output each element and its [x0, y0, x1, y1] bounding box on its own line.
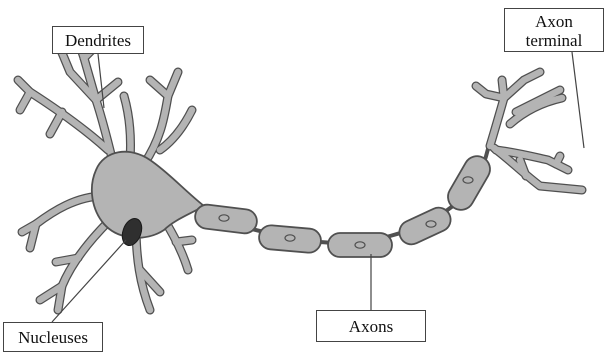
nucleuses-label-text: Nucleuses: [4, 328, 102, 347]
axon-terminal-label-line-1: Axon: [505, 12, 603, 31]
axon-terminal-leader: [572, 52, 584, 148]
myelin-segment-4: [395, 204, 454, 249]
axon-terminal-label-line-2: terminal: [505, 31, 603, 50]
dendrites-label: Dendrites: [52, 26, 144, 54]
nucleuses-label: Nucleuses: [3, 322, 103, 352]
myelin-segment-2: [258, 224, 322, 253]
myelin-segment-5: [443, 151, 495, 214]
dendrites-label-text: Dendrites: [53, 31, 143, 50]
axons-label-text: Axons: [317, 317, 425, 336]
myelin-segment-1: [194, 203, 258, 234]
cell-body: [92, 152, 204, 238]
axon-terminal-branches: [476, 72, 582, 190]
myelin-segment-3: [328, 233, 392, 257]
axons-label: Axons: [316, 310, 426, 342]
axon-terminal-label: Axon terminal: [504, 8, 604, 52]
myelin-sheath: [194, 151, 495, 257]
